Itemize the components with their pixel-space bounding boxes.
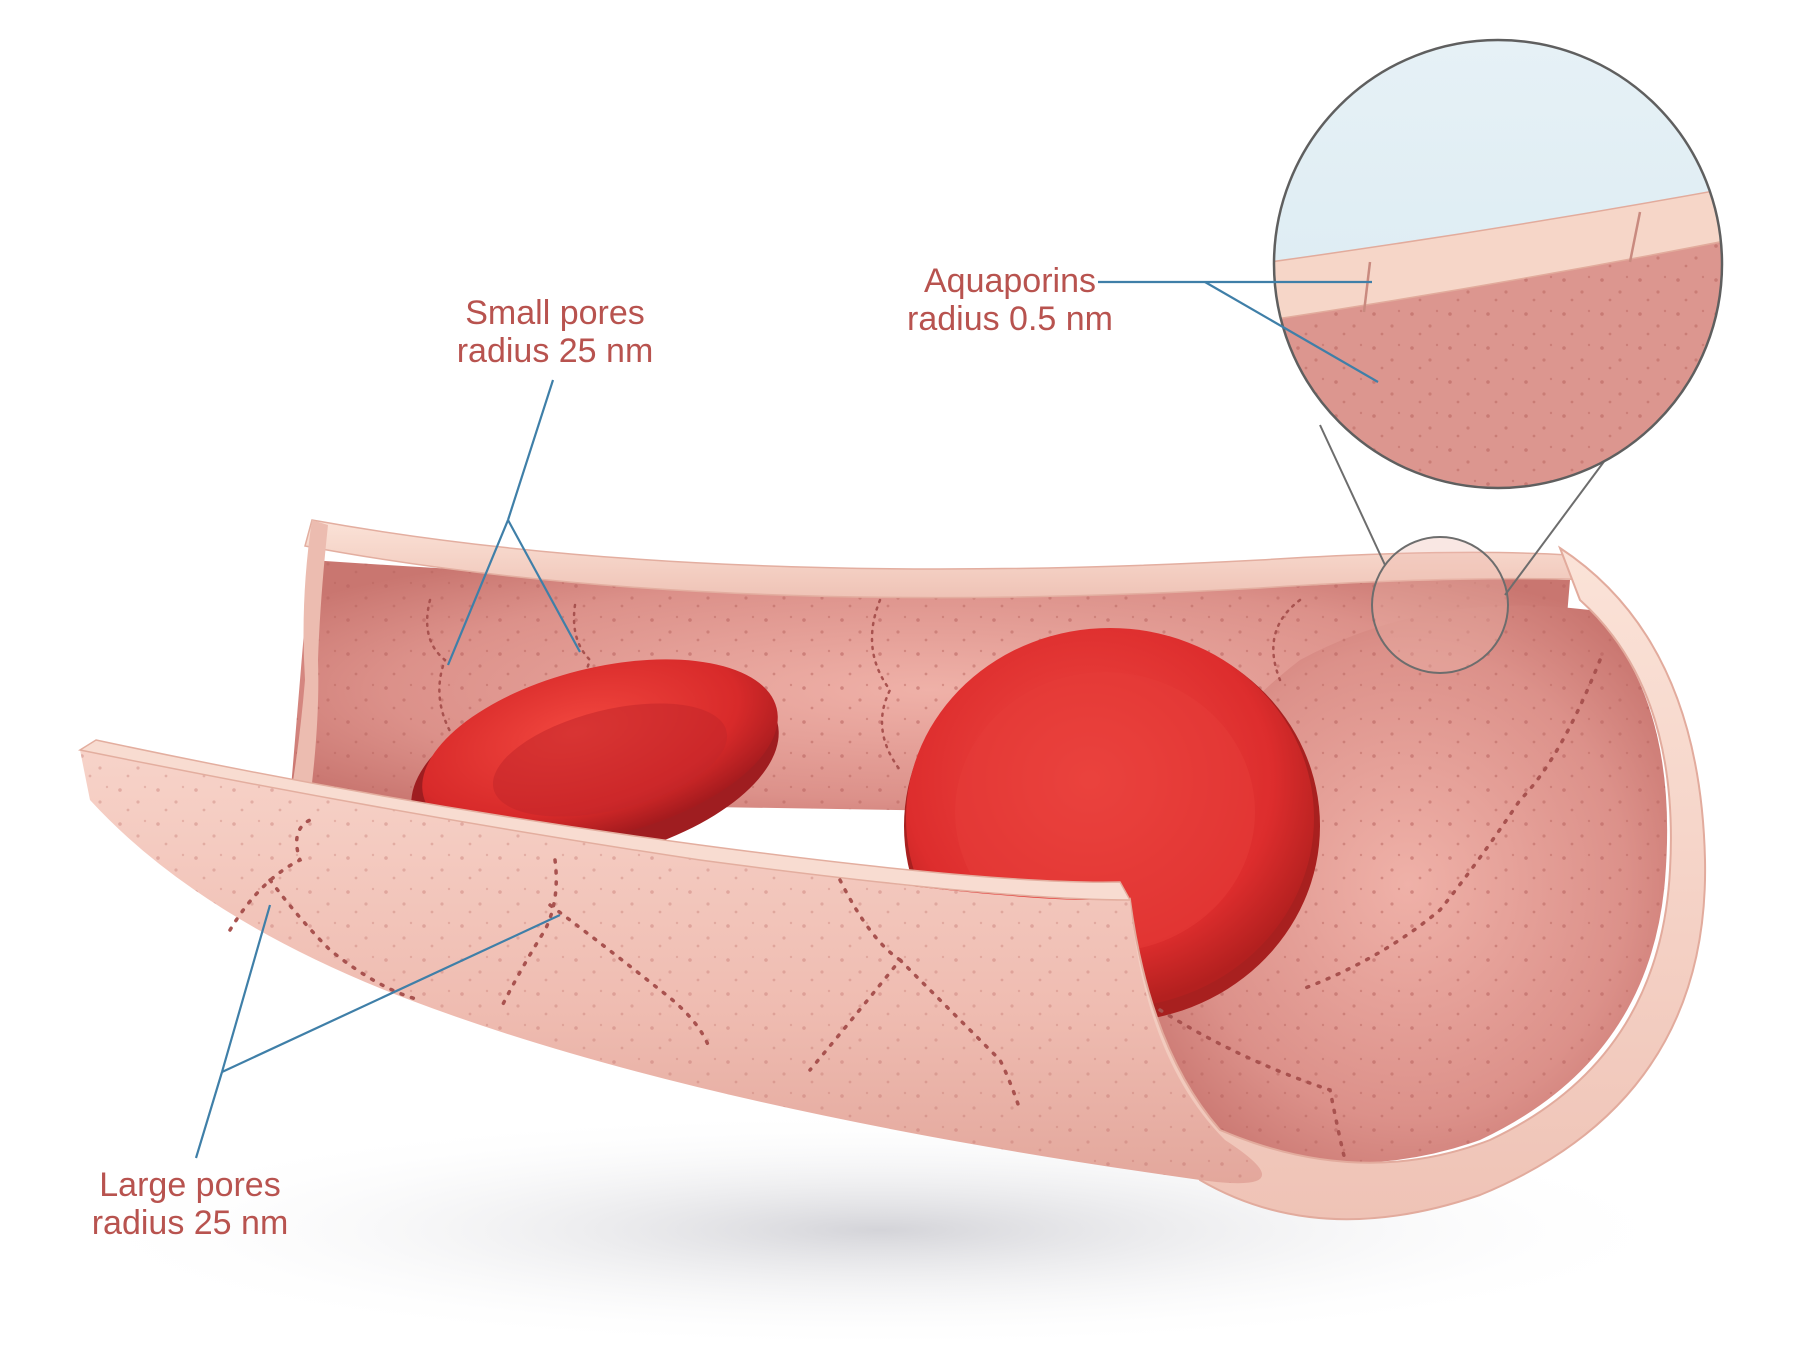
small-pores-label-line2: radius 25 nm bbox=[456, 332, 654, 370]
back-wall-junctions bbox=[425, 598, 1302, 772]
large-pores-label-line1: Large pores bbox=[99, 1166, 281, 1204]
small-pores-label: Small pores radius 25 nm bbox=[420, 294, 690, 370]
red-blood-cell-1 bbox=[411, 659, 779, 867]
aquaporins-label: Aquaporins radius 0.5 nm bbox=[860, 262, 1160, 338]
large-pores-label: Large pores radius 25 nm bbox=[60, 1166, 320, 1242]
large-pores-label-line2: radius 25 nm bbox=[91, 1204, 289, 1242]
magnifier-inset bbox=[1272, 38, 1724, 490]
vessel-left-edge bbox=[290, 520, 328, 800]
front-wall-junctions bbox=[228, 658, 1602, 1162]
small-pores-label-line1: Small pores bbox=[465, 294, 645, 332]
leader-lines bbox=[194, 280, 1379, 1159]
vessel-rim bbox=[1088, 545, 1707, 1221]
aquaporins-label-line1: Aquaporins bbox=[923, 262, 1096, 300]
red-blood-cell-2 bbox=[904, 628, 1320, 1022]
aquaporins-label-line2: radius 0.5 nm bbox=[907, 300, 1113, 338]
front-wall-pores bbox=[80, 750, 1263, 1184]
magnify-connectors bbox=[1319, 424, 1621, 596]
magnify-region-marker bbox=[1371, 536, 1509, 674]
vessel-front-edge bbox=[78, 739, 1132, 901]
